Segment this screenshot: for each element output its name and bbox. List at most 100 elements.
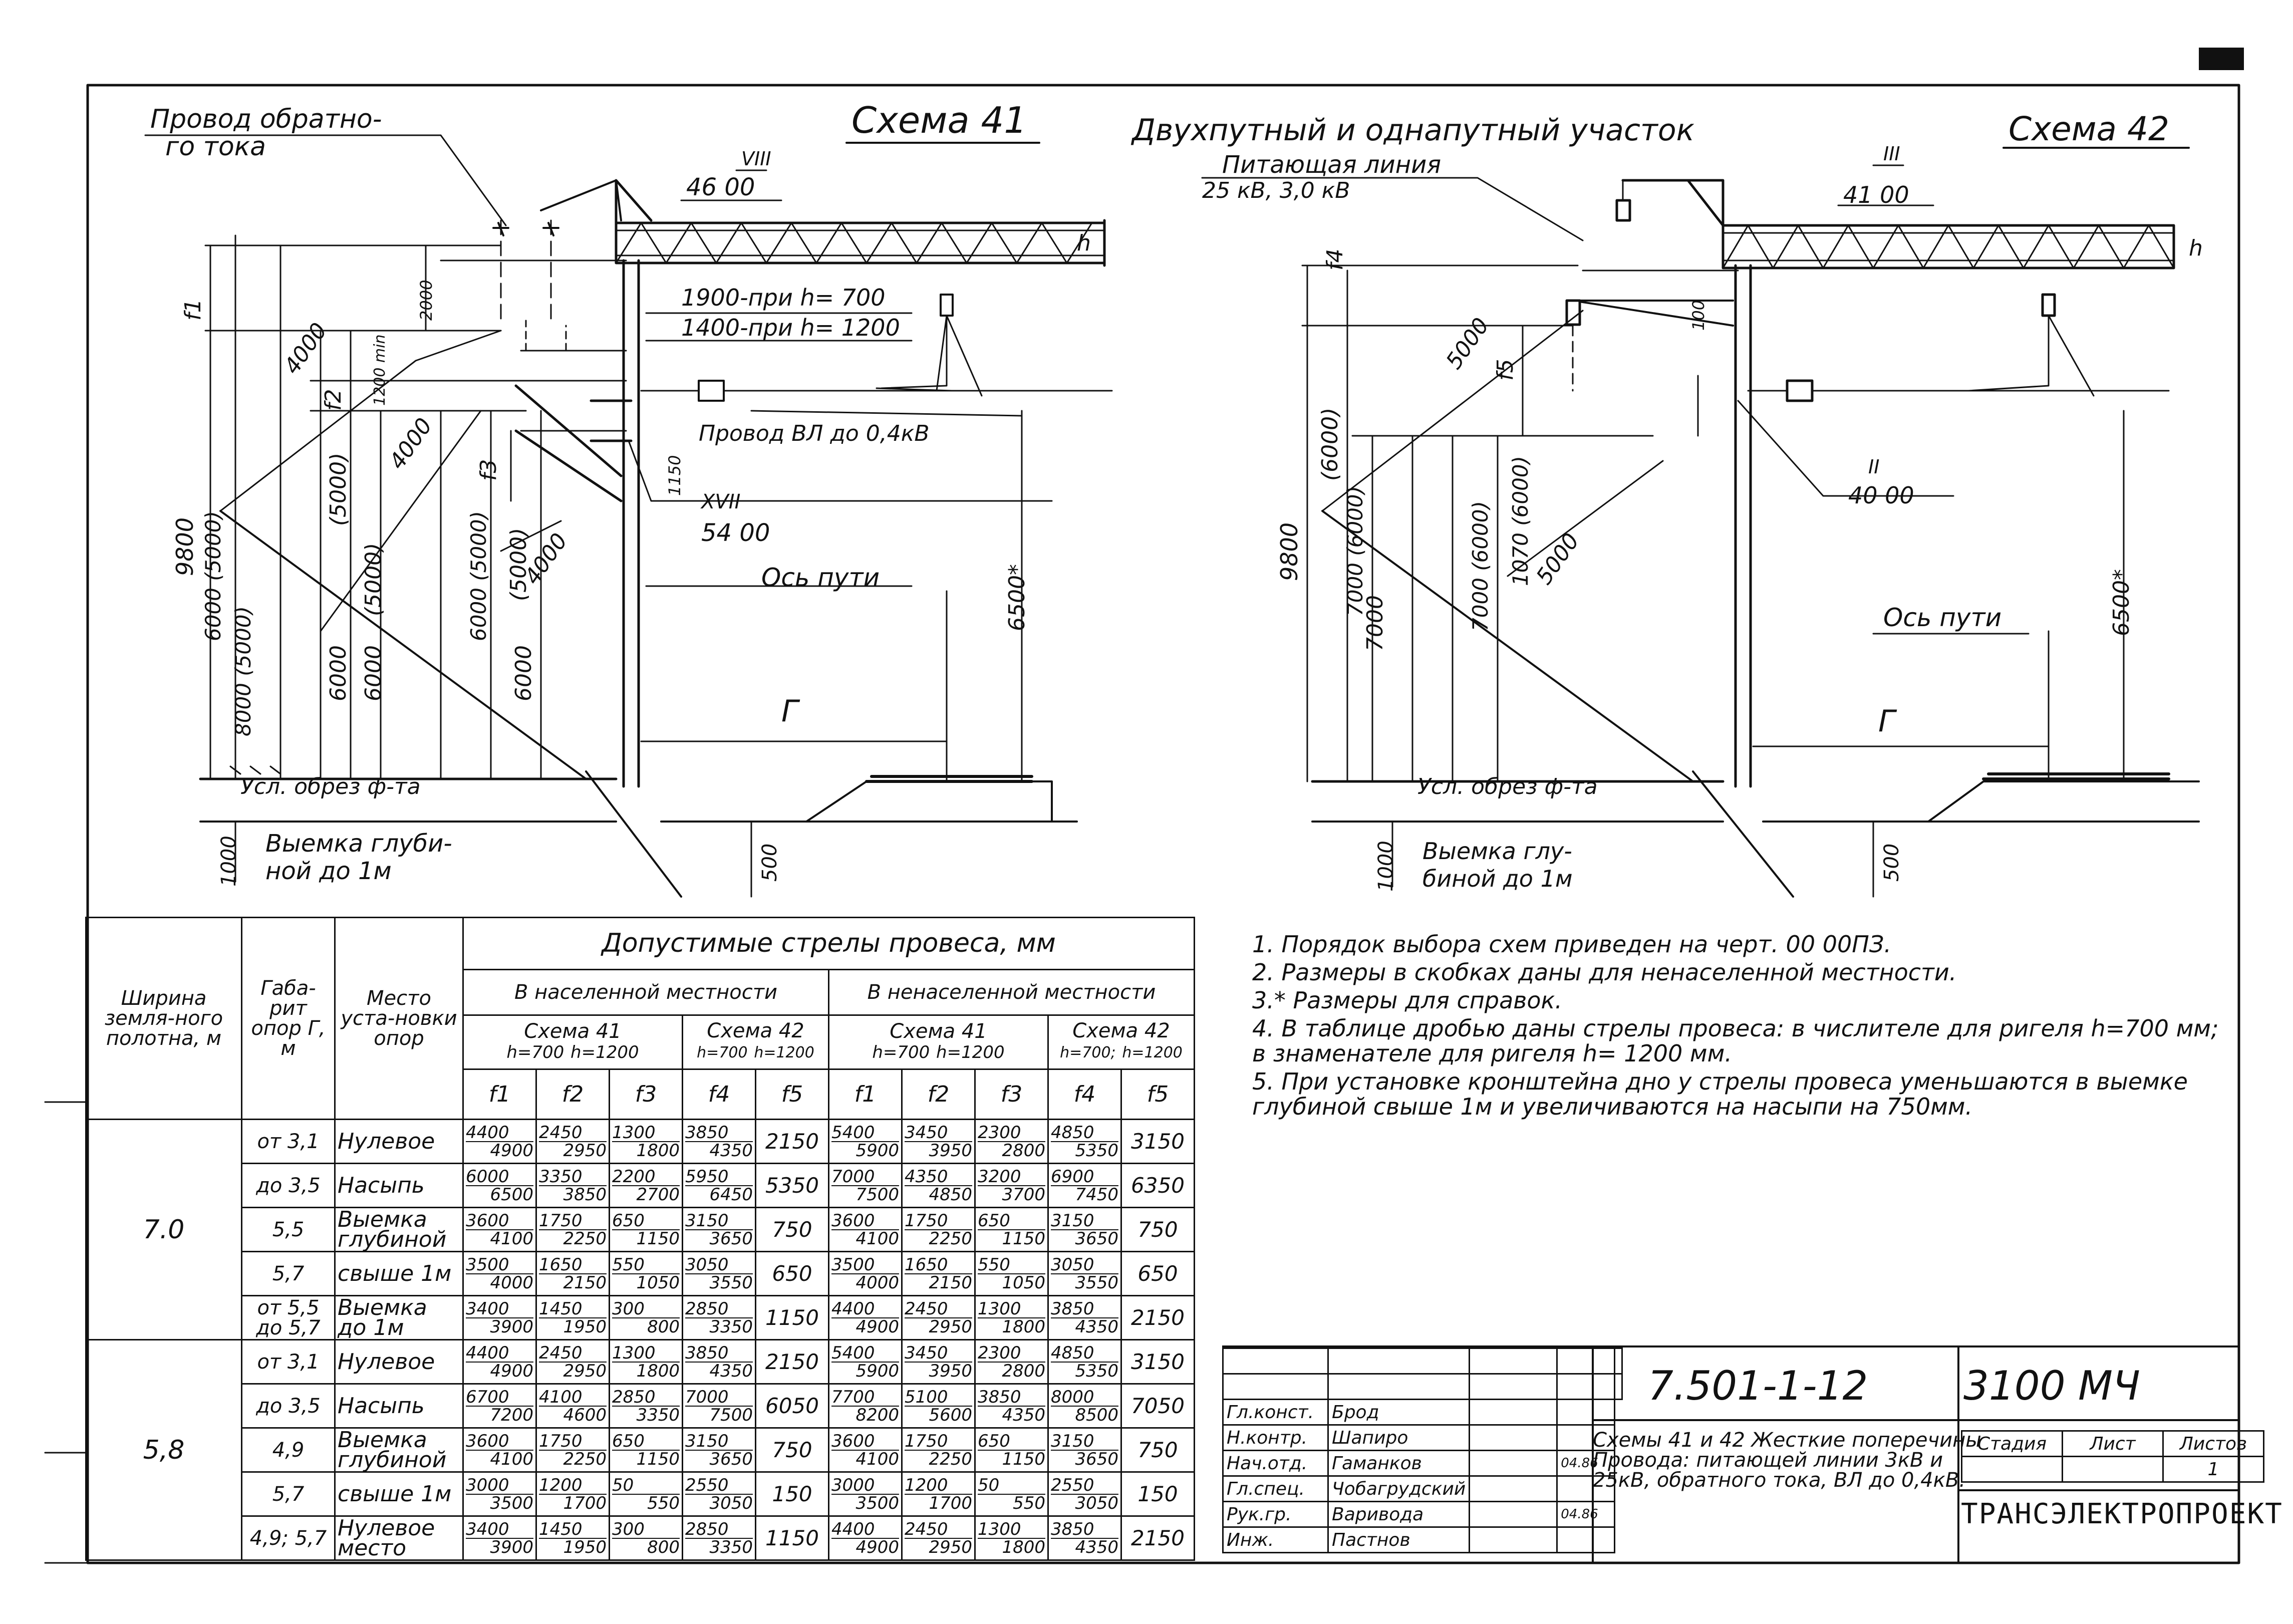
h-label-42: h bbox=[2189, 235, 2203, 261]
sag-h700: 1300 bbox=[612, 1344, 680, 1363]
sag-h1200: 7500 bbox=[855, 1184, 899, 1205]
sag-h700: 1300 bbox=[978, 1300, 1045, 1318]
sag-h700: 3150 bbox=[1051, 1433, 1118, 1451]
sag-value-cell: 2150 bbox=[755, 1339, 829, 1385]
f-col-header: f5 bbox=[755, 1068, 829, 1120]
stamp-role: Рук.гр. bbox=[1222, 1501, 1329, 1528]
note-item: 1. Порядок выбора схем приведен на черт.… bbox=[1252, 931, 1891, 958]
sag-h700: 7000 bbox=[685, 1389, 753, 1407]
note-1200: 1400-при h= 1200 bbox=[681, 314, 900, 341]
place-cell: Нулевое bbox=[334, 1339, 464, 1385]
sag-h1200: 3650 bbox=[709, 1449, 753, 1469]
stamp-name: Шапиро bbox=[1327, 1424, 1471, 1451]
dim-7000-6000-b: 7000 (6000) bbox=[1468, 501, 1493, 631]
gabarit-cell: от 3,1 bbox=[241, 1119, 336, 1164]
sag-value-cell: 2150 bbox=[755, 1119, 829, 1164]
sag-h700: 7700 bbox=[831, 1389, 899, 1407]
sag-h700: 6000 bbox=[466, 1168, 533, 1186]
gabarit-cell: от 3,1 bbox=[241, 1339, 336, 1385]
gabarit-cell: 5,7 bbox=[241, 1471, 336, 1517]
sag-h700: 1650 bbox=[539, 1256, 607, 1274]
sag-h1200: 800 bbox=[647, 1537, 680, 1557]
sag-h1200: 3350 bbox=[709, 1316, 753, 1337]
sag-h700: 2450 bbox=[905, 1521, 972, 1539]
sheet-label: Лист bbox=[2062, 1430, 2164, 1457]
sag-h1200: 3650 bbox=[1075, 1228, 1118, 1249]
sag-h700: 4400 bbox=[831, 1521, 899, 1539]
sag-h700: 3000 bbox=[466, 1477, 533, 1495]
sag-h1200: 1800 bbox=[1002, 1316, 1045, 1337]
gabarit-cell: от 5,5 до 5,7 bbox=[241, 1295, 336, 1340]
gamma-41: Г bbox=[781, 694, 800, 729]
place-cell: Нулевое bbox=[334, 1119, 464, 1164]
scheme-42-title: Схема 42 bbox=[2009, 110, 2169, 148]
dim-7000: 7000 bbox=[1362, 595, 1388, 651]
scheme-42-drawing: Двухпутный и однапутный участок Схема 42… bbox=[1130, 110, 2203, 898]
sag-h1200: 2700 bbox=[636, 1184, 680, 1205]
sag-h700: 3600 bbox=[831, 1433, 899, 1451]
sag-h700: 550 bbox=[612, 1256, 680, 1274]
sag-h700: 2450 bbox=[905, 1300, 972, 1318]
sag-h1200: 2800 bbox=[1002, 1361, 1045, 1381]
sag-h1200: 4350 bbox=[1075, 1537, 1118, 1557]
f-col-header: f1 bbox=[828, 1068, 903, 1120]
dim-6500-41: 6500* bbox=[1004, 564, 1030, 631]
note-item: 5. При установке кронштейна дно у стрелы… bbox=[1252, 1068, 2188, 1120]
gabarit-cell: до 3,5 bbox=[241, 1383, 336, 1429]
unpopulated-header: В ненаселенной местности bbox=[828, 968, 1195, 1016]
sag-h700: 2300 bbox=[978, 1344, 1045, 1363]
sag-h1200: 4850 bbox=[929, 1184, 972, 1205]
stamp-role: Инж. bbox=[1222, 1526, 1329, 1553]
f5-label: f5 bbox=[1493, 359, 1518, 381]
sag-h1200: 3350 bbox=[636, 1405, 680, 1425]
sag-h1200: 4900 bbox=[490, 1140, 533, 1161]
sag-h1200: 1950 bbox=[563, 1316, 607, 1337]
gabarit-cell: 5,5 bbox=[241, 1207, 336, 1252]
pop-s42-label: Схема 42 bbox=[707, 1019, 804, 1043]
sag-h1200: 1150 bbox=[1002, 1228, 1045, 1249]
vl-wire-label: Провод ВЛ до 0,4кВ bbox=[699, 421, 930, 446]
sag-h1200: 5350 bbox=[1075, 1140, 1118, 1161]
sag-h1200: 3950 bbox=[929, 1140, 972, 1161]
foundation-41: Усл. обрез ф-та bbox=[240, 774, 421, 799]
unpop-s42-h1200: h=1200 bbox=[1122, 1044, 1183, 1062]
sag-h700: 3500 bbox=[466, 1256, 533, 1274]
sag-h1200: 2950 bbox=[929, 1316, 972, 1337]
